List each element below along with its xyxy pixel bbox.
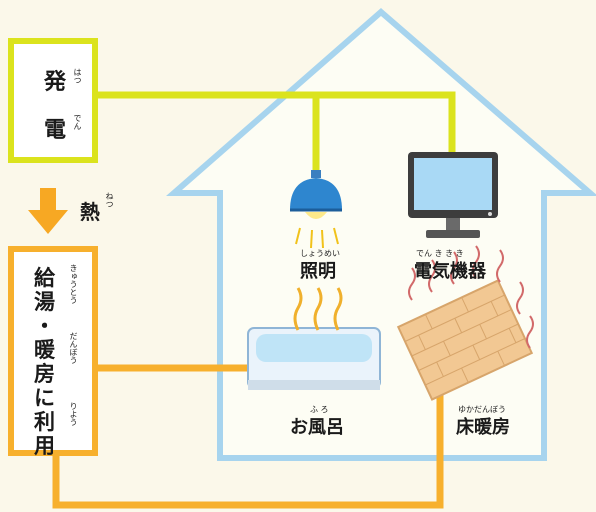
lighting-label: 照明 (300, 261, 336, 282)
floor-heating-ruby: ゆかだんぼう (458, 405, 506, 414)
heat-ruby: ねつ (105, 192, 114, 208)
generation-ruby-2: でん (73, 114, 82, 130)
monitor-icon (408, 152, 498, 238)
appliances-label: 電気機器 (414, 261, 486, 282)
supply-char: 暖 (34, 338, 55, 362)
heat-arrow (28, 188, 68, 234)
appliances-ruby: でん き き き (416, 249, 464, 258)
ruby-danbou: だんぼう (69, 332, 78, 364)
bath-label: お風呂 (290, 417, 344, 438)
electric-line (98, 91, 456, 155)
generation-ruby-1: はつ (73, 68, 82, 84)
generation-char-2: 電 (44, 118, 67, 143)
generation-char-1: 発 (44, 70, 67, 95)
heat-label: 熱 (80, 200, 100, 224)
supply-char: に (34, 386, 55, 410)
floor-heating-icon (396, 279, 534, 401)
supply-char: ・ (34, 314, 55, 338)
floor-heating-label: 床暖房 (456, 417, 510, 438)
supply-char: 房 (34, 362, 55, 386)
generation-box: 発 はつ 電 でん (8, 38, 98, 163)
house-outline (166, 8, 596, 461)
lamp-icon (290, 170, 342, 249)
bathtub-icon (247, 287, 381, 390)
heat-line-floor (52, 395, 444, 509)
hot-water-heating-box: 給 湯 ・ 暖 房 に 利 用 きゅうとう だんぼう りよう (8, 246, 98, 458)
supply-char: 湯 (34, 290, 55, 314)
lighting-ruby: しょうめい (300, 249, 340, 258)
supply-char: 給 (34, 266, 55, 290)
bath-ruby: ふ ろ (310, 405, 329, 414)
ruby-riyou: りよう (69, 402, 78, 426)
supply-char: 利 (34, 410, 55, 434)
supply-char: 用 (34, 434, 55, 458)
floor-heat-wave-icon (408, 245, 534, 349)
ruby-kyuutou: きゅうとう (69, 264, 78, 304)
